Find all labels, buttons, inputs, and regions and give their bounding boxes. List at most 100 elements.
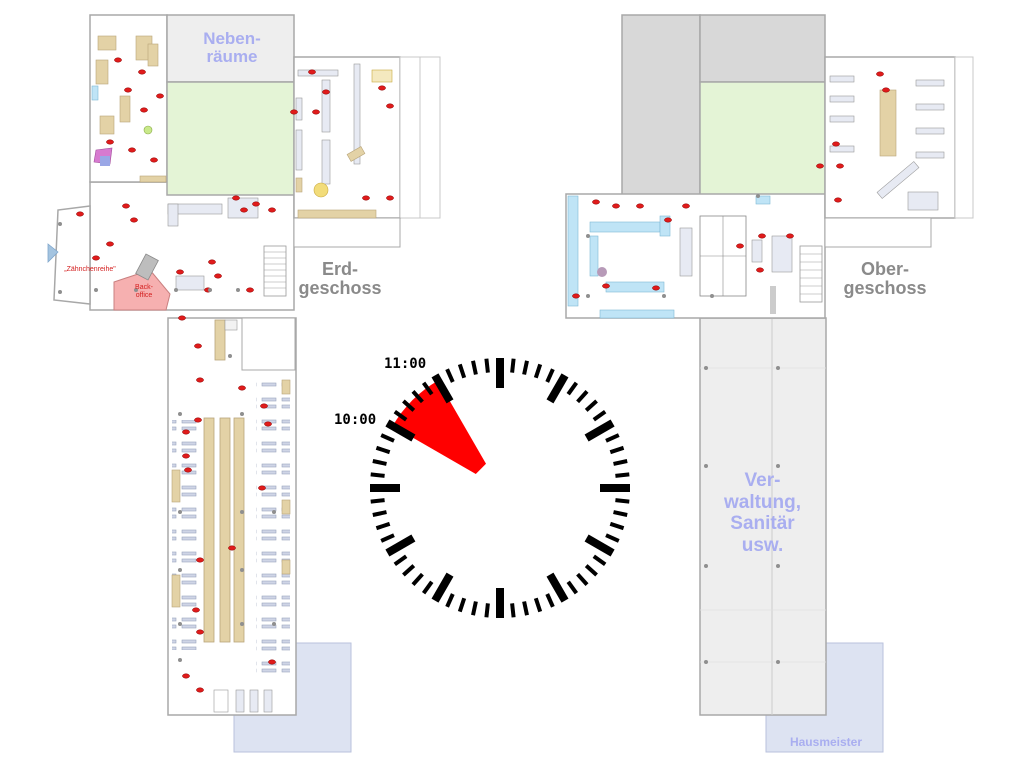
seat-marker xyxy=(192,607,200,613)
pillar-dot xyxy=(704,366,708,370)
pillar-dot xyxy=(704,464,708,468)
seat-marker xyxy=(196,629,204,635)
seat-marker xyxy=(882,87,890,93)
verwaltung-block xyxy=(699,317,827,716)
seat-marker xyxy=(196,557,204,563)
seat-marker xyxy=(268,207,276,213)
clock-hour-tick xyxy=(431,572,454,603)
clock-minute-tick xyxy=(576,572,589,586)
seat-marker xyxy=(836,163,844,169)
clock-minute-tick xyxy=(393,554,408,567)
clock-hour-tick xyxy=(546,572,569,603)
seat-marker xyxy=(140,107,148,113)
pillar-dot xyxy=(240,412,244,416)
seat-marker xyxy=(176,269,184,275)
seat-marker xyxy=(130,217,138,223)
clock-minute-tick xyxy=(566,381,579,396)
reading-tables xyxy=(203,417,245,643)
seat-marker xyxy=(92,255,100,261)
pillar-dot xyxy=(240,568,244,572)
seat-marker xyxy=(876,71,884,77)
pillar-dots xyxy=(58,194,780,664)
service-counter xyxy=(214,319,226,361)
seat-marker xyxy=(214,273,222,279)
clock-minute-tick xyxy=(370,472,385,478)
clock-minute-tick xyxy=(584,399,598,412)
clock-minute-tick xyxy=(380,433,395,443)
seat-marker xyxy=(258,485,266,491)
seat-marker xyxy=(106,241,114,247)
seat-marker xyxy=(386,103,394,109)
clock-minute-tick xyxy=(613,459,628,466)
clock-minute-tick xyxy=(576,390,589,404)
seat-marker xyxy=(290,109,298,115)
pillar-dot xyxy=(776,464,780,468)
seat-marker xyxy=(378,85,386,91)
clock-minute-tick xyxy=(471,360,478,375)
seat-marker xyxy=(194,343,202,349)
clock-minute-tick xyxy=(522,601,529,616)
label-obergeschoss: Ober- geschoss xyxy=(843,259,927,298)
clock-minute-tick xyxy=(380,533,395,543)
pillar-dot xyxy=(178,622,182,626)
pillar-dot xyxy=(586,234,590,238)
label-hausmeister: Hausmeister xyxy=(789,735,863,749)
pillar-dot xyxy=(178,412,182,416)
seat-marker xyxy=(322,89,330,95)
seat-marker xyxy=(182,429,190,435)
seat-marker xyxy=(786,233,794,239)
seat-marker xyxy=(664,217,672,223)
room-right-lower xyxy=(293,217,401,248)
clock-hour-tick xyxy=(584,419,615,442)
pillar-dot xyxy=(710,294,714,298)
seat-marker xyxy=(252,201,260,207)
clock-minute-tick xyxy=(566,580,579,595)
seat-marker xyxy=(362,195,370,201)
seat-markers xyxy=(76,57,890,693)
seat-marker xyxy=(572,293,580,299)
clock-ticks xyxy=(370,358,630,618)
label-zaehnchenreihe: „Zähnchenreihe" xyxy=(64,266,116,273)
pillar-dot xyxy=(704,660,708,664)
seat-marker xyxy=(182,453,190,459)
pillar-dot xyxy=(208,288,212,292)
seat-marker xyxy=(264,421,272,427)
clock-minute-tick xyxy=(484,358,490,373)
ober-right-strip xyxy=(954,56,974,219)
seat-marker xyxy=(832,141,840,147)
clock-minute-tick xyxy=(592,554,607,567)
pillar-dot xyxy=(94,288,98,292)
seat-marker xyxy=(124,87,132,93)
grey-block-left xyxy=(621,14,701,196)
seat-marker xyxy=(612,203,620,209)
clock-minute-tick xyxy=(605,433,620,443)
seat-marker xyxy=(816,163,824,169)
pillar-dot xyxy=(134,288,138,292)
entrance-bay xyxy=(53,205,91,305)
clock-minute-tick xyxy=(533,363,543,379)
clock-minute-tick xyxy=(445,368,455,383)
clock-minute-tick xyxy=(471,601,478,616)
seat-marker xyxy=(652,285,660,291)
clock-minute-tick xyxy=(592,409,607,422)
seat-marker xyxy=(106,139,114,145)
clock-minute-tick xyxy=(615,498,630,504)
clock-minute-tick xyxy=(457,363,467,379)
seat-marker xyxy=(592,199,600,205)
label-backoffice: Back- office xyxy=(135,284,153,299)
seat-marker xyxy=(76,211,84,217)
pillar-dot xyxy=(228,354,232,358)
clock-hour-tick xyxy=(431,373,454,404)
clock-label-11: 11:00 xyxy=(384,356,427,372)
seat-marker xyxy=(834,197,842,203)
seat-marker xyxy=(138,69,146,75)
seat-marker xyxy=(184,467,192,473)
clock-minute-tick xyxy=(584,564,598,577)
stairs-left xyxy=(263,245,287,297)
seat-marker xyxy=(196,377,204,383)
clock-minute-tick xyxy=(457,597,467,613)
clock-hour-tick xyxy=(385,419,416,442)
seat-marker xyxy=(150,157,158,163)
seat-marker xyxy=(194,417,202,423)
